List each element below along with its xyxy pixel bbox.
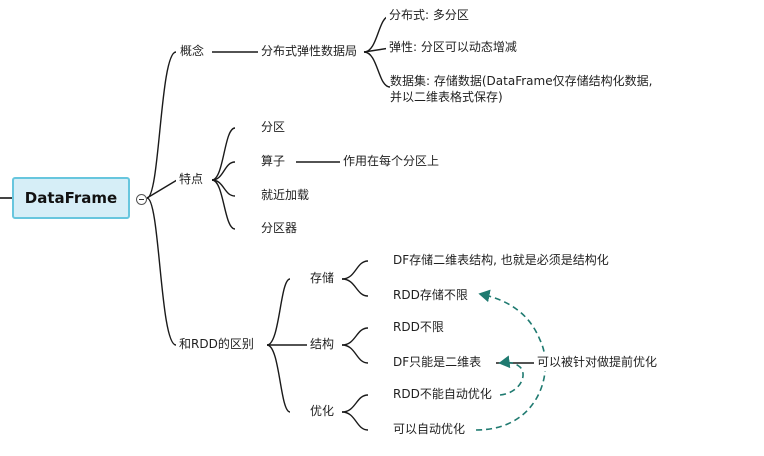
concept-node[interactable]: 概念 <box>177 43 208 60</box>
collapse-toggle-icon[interactable] <box>136 194 147 205</box>
diff-node[interactable]: 和RDD的区别 <box>176 336 257 353</box>
root-node[interactable]: DataFrame <box>12 177 130 219</box>
operator-note[interactable]: 作用在每个分区上 <box>340 153 443 170</box>
diff-storage-df[interactable]: DF存储二维表结构, 也就是必须是结构化 <box>390 252 612 269</box>
diff-optimize-rdd[interactable]: RDD不能自动优化 <box>390 386 495 403</box>
diff-storage-node[interactable]: 存储 <box>307 270 338 287</box>
optimization-note[interactable]: 可以被针对做提前优化 <box>534 354 661 371</box>
features-item-partitioner[interactable]: 分区器 <box>258 220 301 237</box>
diff-structure-df[interactable]: DF只能是二维表 <box>390 354 485 371</box>
concept-child-node[interactable]: 分布式弹性数据局 <box>258 43 361 60</box>
features-item-partition[interactable]: 分区 <box>258 119 289 136</box>
features-item-locality[interactable]: 就近加载 <box>258 187 313 204</box>
features-node[interactable]: 特点 <box>176 171 207 188</box>
concept-item-elastic[interactable]: 弹性: 分区可以动态增减 <box>386 39 520 56</box>
concept-item-dataset[interactable]: 数据集: 存储数据(DataFrame仅存储结构化数据,并以二维表格式保存) <box>390 74 653 104</box>
concept-item-distributed[interactable]: 分布式: 多分区 <box>386 7 472 24</box>
features-item-operator[interactable]: 算子 <box>258 153 289 170</box>
diff-structure-node[interactable]: 结构 <box>307 336 338 353</box>
diff-optimize-node[interactable]: 优化 <box>307 403 338 420</box>
diff-optimize-df[interactable]: 可以自动优化 <box>390 421 469 438</box>
diff-storage-rdd[interactable]: RDD存储不限 <box>390 287 471 304</box>
diff-structure-rdd[interactable]: RDD不限 <box>390 319 447 336</box>
